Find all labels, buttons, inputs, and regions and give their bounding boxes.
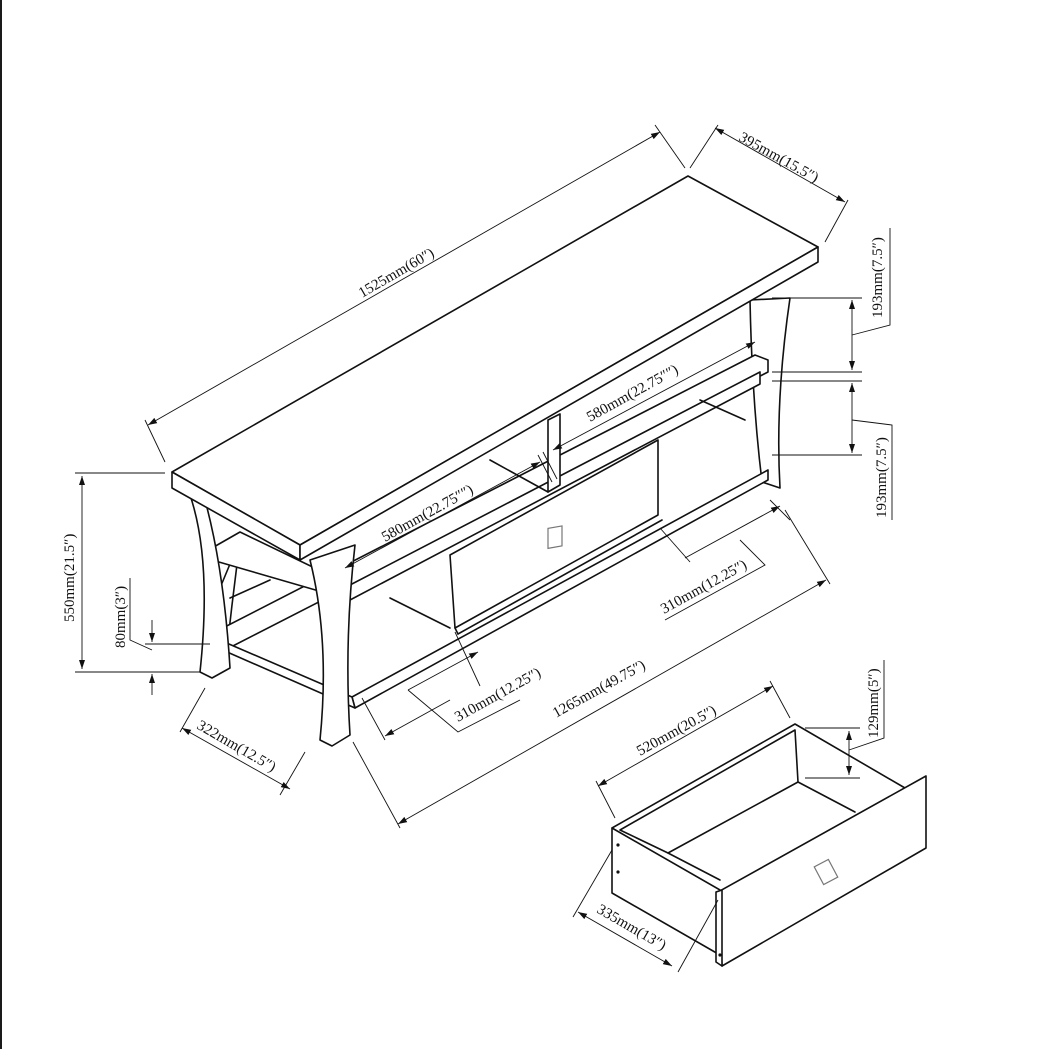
center-divider: [547, 413, 561, 493]
image-left-border: [0, 0, 2, 1049]
label-shelf-depth-front: 310mm(12.25″): [452, 665, 544, 725]
drawer-handle-icon: [547, 525, 563, 550]
label-bottom-clearance: 80mm(3″): [113, 586, 129, 648]
front-right-leg: [309, 544, 356, 747]
dimension-lines: [75, 124, 893, 973]
label-overall-length: 1525mm(60″): [356, 245, 437, 301]
label-leg-depth: 322mm(12.5″): [194, 718, 278, 776]
label-shelf-depth-right: 310mm(12.25″): [658, 557, 750, 617]
label-overall-depth: 395mm(15.5″): [736, 130, 821, 187]
back-right-leg: [749, 297, 791, 489]
label-lower-opening-height: 193mm(7.5″): [874, 437, 890, 518]
label-overall-height: 550mm(21.5″): [62, 534, 78, 622]
label-drawer-height: 129mm(5″): [866, 668, 882, 738]
label-drawer-width: 520mm(20.5″): [634, 703, 719, 760]
drawer-handle-icon: [813, 858, 839, 886]
upper-shelf: [211, 371, 761, 601]
label-upper-opening-height: 193mm(7.5″): [870, 237, 886, 318]
drawer-exploded: [611, 723, 927, 967]
front-left-leg: [189, 494, 231, 679]
tv-stand: [171, 175, 819, 747]
